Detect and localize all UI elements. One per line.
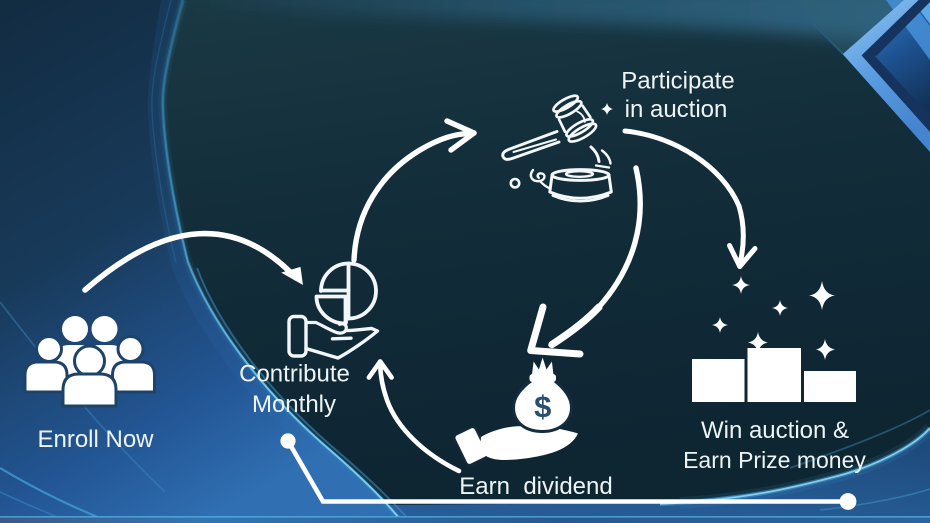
svg-text:Earn Prize money: Earn Prize money bbox=[683, 447, 866, 473]
svg-text:$: $ bbox=[534, 389, 551, 424]
svg-text:Earn dividend: Earn dividend bbox=[459, 473, 612, 500]
svg-text:Enroll Now: Enroll Now bbox=[37, 426, 154, 453]
svg-text:Participate: Participate bbox=[621, 68, 734, 95]
svg-text:Win auction &: Win auction & bbox=[701, 417, 849, 444]
svg-text:in auction: in auction bbox=[625, 96, 728, 123]
svg-text:Contribute: Contribute bbox=[239, 361, 350, 388]
svg-text:Monthly: Monthly bbox=[252, 391, 336, 418]
